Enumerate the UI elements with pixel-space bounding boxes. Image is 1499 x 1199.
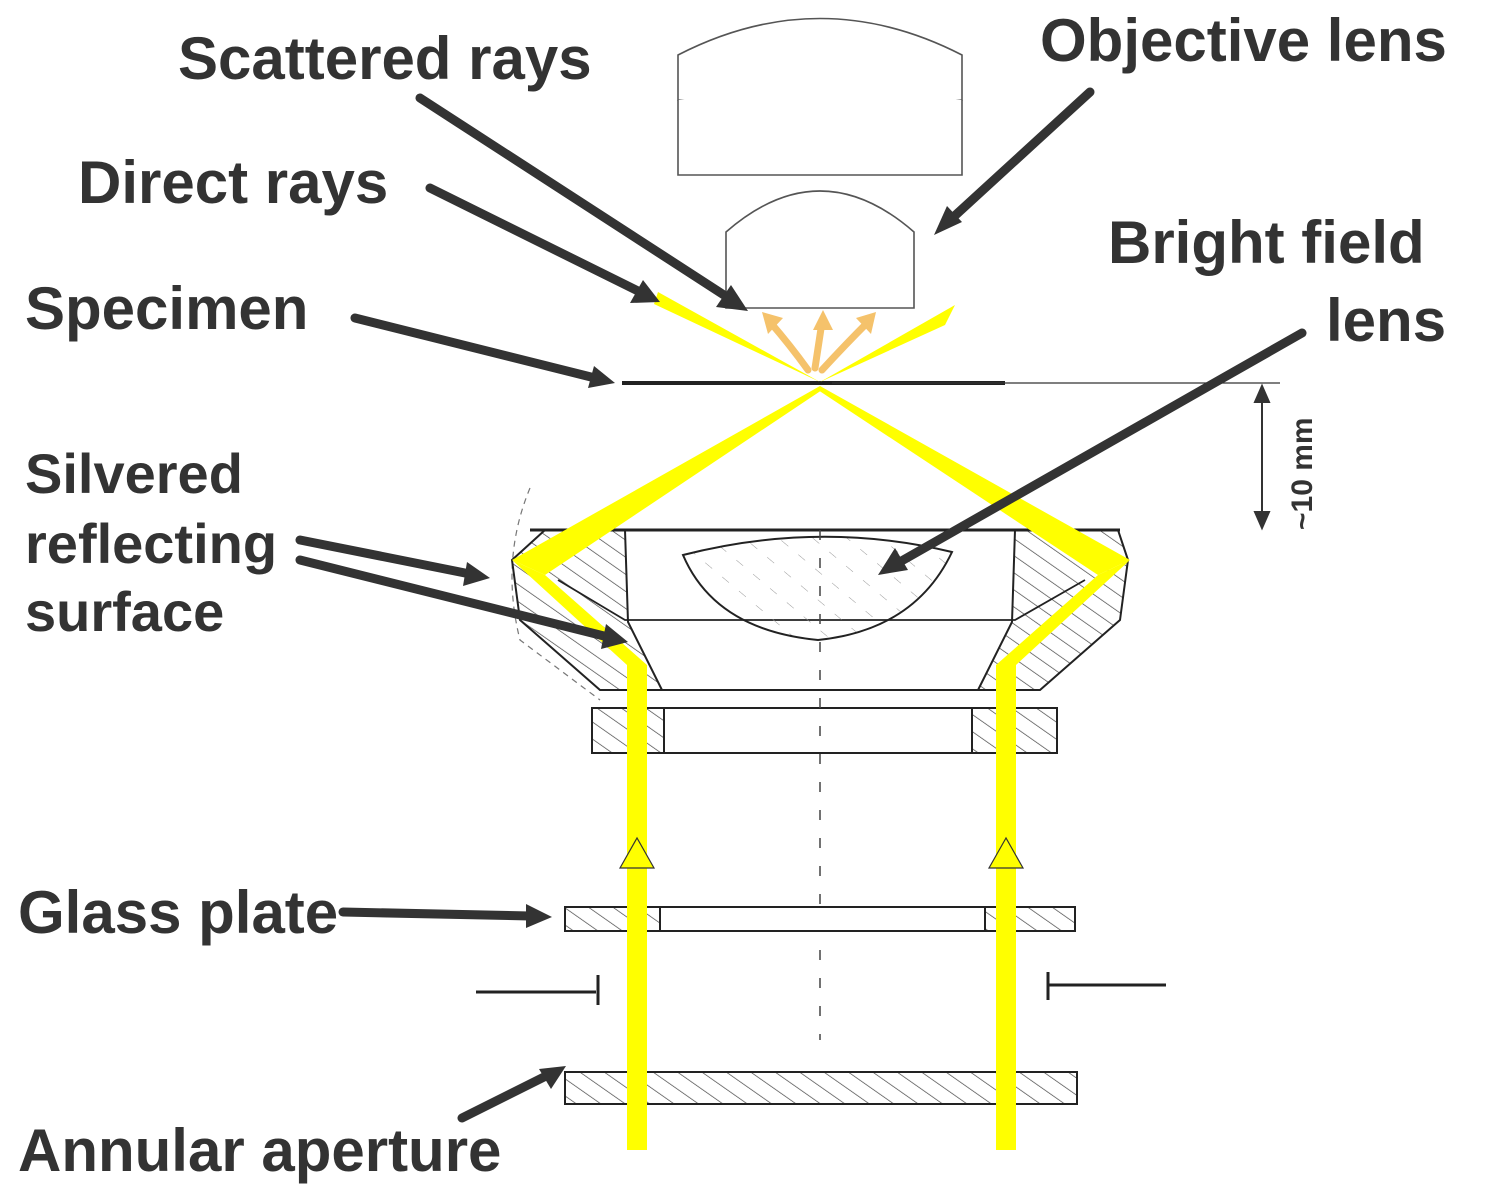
label-silvered-line3: surface — [25, 580, 225, 643]
label-glass-plate: Glass plate — [18, 879, 339, 946]
label-specimen: Specimen — [25, 275, 309, 342]
distance-dimension — [1253, 383, 1271, 531]
label-silvered-line1: Silvered — [25, 442, 243, 505]
ray-direction-arrows — [618, 836, 1025, 869]
label-distance: ~10 mm — [1286, 417, 1319, 530]
objective-lens — [677, 17, 963, 309]
label-direct-rays: Direct rays — [78, 149, 389, 216]
stop-markers — [476, 972, 1166, 1005]
label-objective-lens: Objective lens — [1040, 7, 1447, 74]
label-bright-field-line2: lens — [1326, 287, 1447, 354]
annular-aperture-plate — [564, 1071, 1078, 1105]
label-bright-field-line1: Bright field — [1108, 209, 1425, 276]
pointer-arrows — [295, 87, 1307, 1123]
pointer-arrow-heads — [463, 206, 962, 1089]
label-annular-aperture: Annular aperture — [18, 1117, 502, 1184]
condenser-body — [510, 487, 1130, 1040]
scattered-ray-heads — [762, 310, 876, 334]
label-silvered-line2: reflecting — [25, 512, 278, 575]
label-scattered-rays: Scattered rays — [178, 25, 592, 92]
